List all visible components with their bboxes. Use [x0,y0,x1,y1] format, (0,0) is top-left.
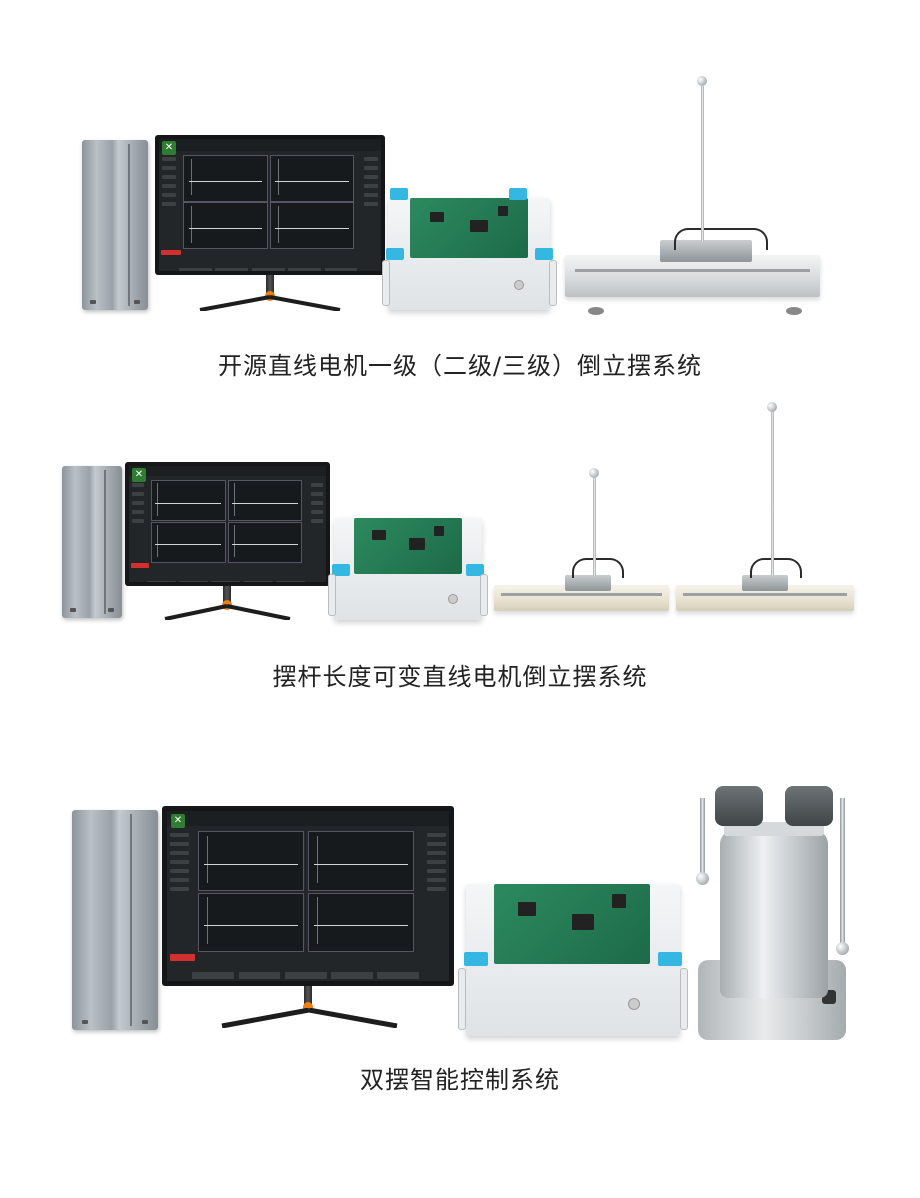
caption-variable-length: 摆杆长度可变直线电机倒立摆系统 [272,663,648,691]
monitor-icon: ✕ [125,462,330,622]
pc-tower-icon [62,466,122,618]
pendulum-pole-icon [771,410,774,576]
system-group-double-pendulum: ✕ [72,786,849,1094]
pendulum-pole-icon [701,86,704,242]
software-screen: ✕ [129,466,326,582]
system-group-variable-length: ✕ [62,402,854,691]
control-box-icon [328,508,488,623]
caption-linear-motor: 开源直线电机一级（二级/三级）倒立摆系统 [217,352,703,380]
software-screen: ✕ [167,811,449,981]
control-box-icon [382,188,557,313]
monitor-icon: ✕ [155,135,385,315]
system-group-linear-motor: ✕ [0,0,920,400]
monitor-icon: ✕ [162,806,454,1036]
pc-tower-icon [82,140,148,310]
caption-double-pendulum: 双摆智能控制系统 [360,1066,560,1094]
pc-tower-icon [72,810,158,1030]
software-screen: ✕ [159,139,381,271]
pendulum-pole-icon [593,478,596,576]
control-box-icon [458,870,688,1040]
